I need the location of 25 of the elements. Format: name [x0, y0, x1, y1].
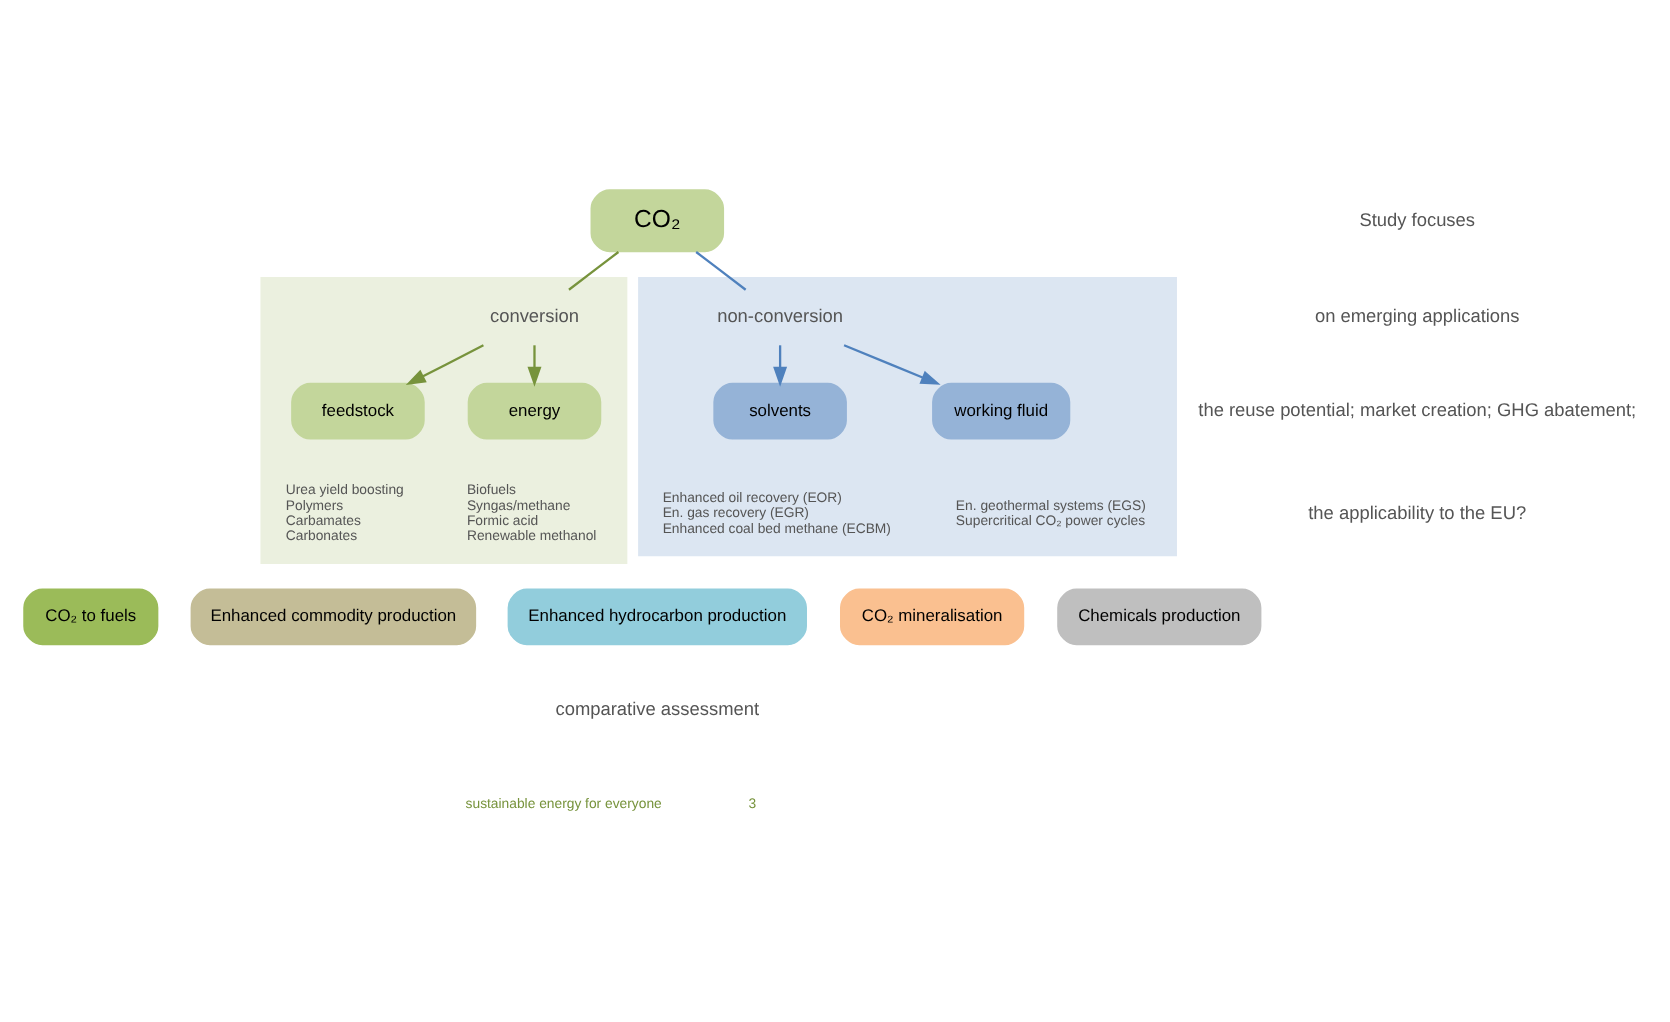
arrow: [405, 344, 484, 386]
node-box: Enhanced hydrocarbon production: [507, 588, 807, 646]
label: the applicability to the EU?: [1308, 502, 1527, 523]
cluster: [638, 276, 1177, 557]
node-box: working fluid: [932, 382, 1071, 440]
node-box: Enhanced commodity production: [190, 588, 477, 646]
node-text: non-conversion: [717, 306, 844, 327]
node-box: solvents: [713, 382, 847, 440]
node-box: Chemicals production: [1057, 588, 1262, 646]
node-box: CO₂ to fuels: [23, 588, 159, 646]
node-box: energy: [467, 382, 602, 440]
node-box: feedstock: [291, 382, 425, 440]
node-box: CO₂: [590, 189, 725, 253]
arrow: [773, 345, 788, 387]
label: the reuse potential; market creation; GHG abatement;: [1198, 399, 1637, 420]
label: comparative assessment: [555, 699, 760, 720]
arrow: [843, 344, 941, 385]
node-text: conversion: [489, 306, 579, 327]
connector: [568, 251, 620, 291]
arrow: [527, 345, 542, 387]
cluster: [260, 276, 628, 564]
connector: [695, 251, 747, 291]
label: Study focuses: [1359, 209, 1476, 230]
node-box: CO₂ mineralisation: [840, 588, 1025, 646]
label: on emerging applications: [1314, 306, 1520, 327]
